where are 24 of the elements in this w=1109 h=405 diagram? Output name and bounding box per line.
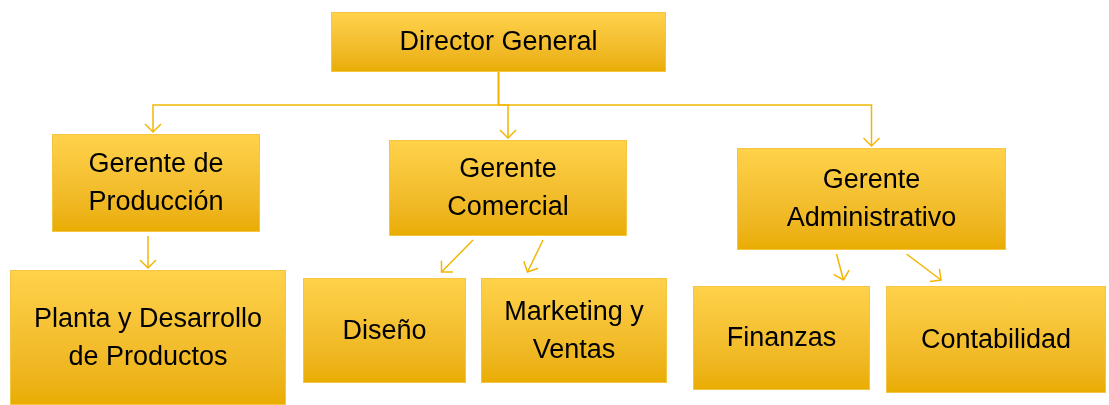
box-label: Gerente Administrativo	[785, 163, 958, 234]
connector-arrow	[832, 253, 850, 281]
org-box	[693, 286, 870, 390]
connector-arrow	[440, 239, 474, 273]
org-box	[331, 12, 666, 72]
box-label: Contabilidad	[920, 322, 1072, 356]
box-label: Planta y Desarrollo de Productos	[32, 301, 264, 373]
box-label: Diseño	[342, 313, 427, 347]
box-label: Gerente de Producción	[87, 147, 225, 218]
box-label: Director General	[399, 25, 598, 59]
box-label: Gerente Comercial	[446, 152, 570, 223]
org-box	[389, 140, 627, 236]
org-box	[10, 270, 286, 405]
connector-arrow	[497, 71, 881, 147]
connector-arrow	[139, 235, 157, 269]
connector-arrow	[905, 253, 942, 283]
org-box	[481, 278, 667, 383]
box-label: Marketing y Ventas	[503, 294, 645, 366]
connector-arrow	[523, 239, 544, 273]
org-box	[303, 278, 466, 383]
box-label: Finanzas	[726, 321, 837, 355]
org-box	[886, 286, 1106, 393]
org-box	[52, 134, 260, 232]
org-box	[737, 148, 1006, 250]
